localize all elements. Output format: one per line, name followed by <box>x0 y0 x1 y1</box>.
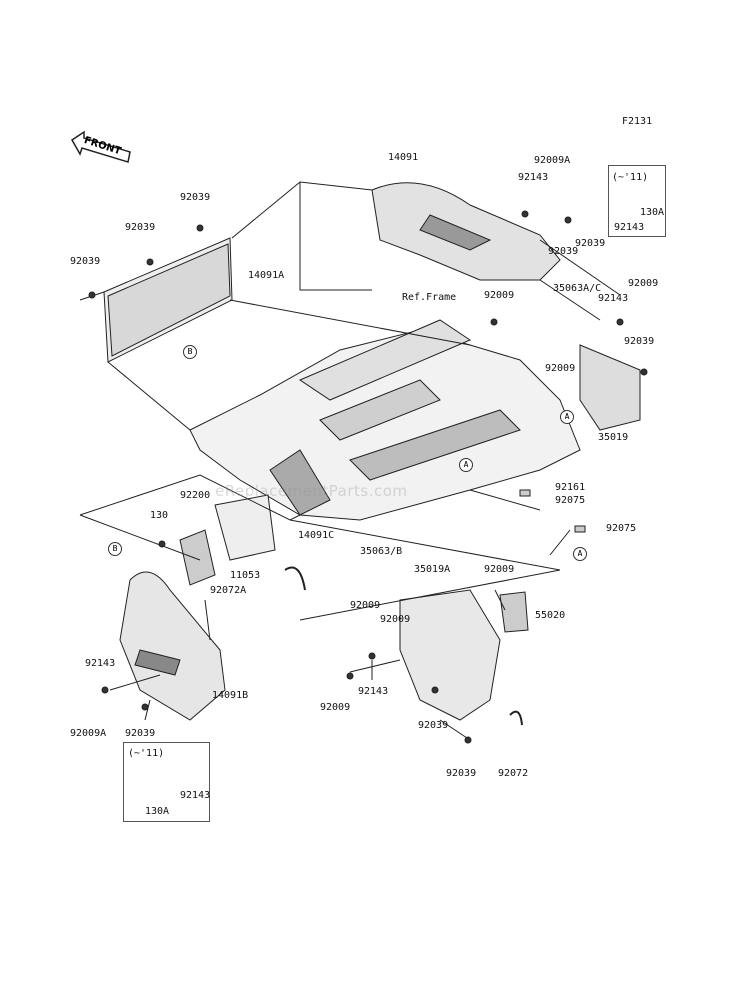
part-label: 92009 <box>545 363 576 374</box>
part-label: 92039 <box>548 246 579 257</box>
ref-circle-b: B <box>108 542 122 556</box>
part-label: 130A <box>640 207 665 218</box>
part-label: 92075 <box>555 495 586 506</box>
part-label: 92039 <box>70 256 101 267</box>
part-label: 92039 <box>575 238 606 249</box>
part-label: 92009 <box>320 702 351 713</box>
part-label: 55020 <box>535 610 566 621</box>
part-label: 35019A <box>414 564 451 575</box>
part-label: 92009 <box>380 614 411 625</box>
part-label: 92009A <box>534 155 571 166</box>
bracket-14091c <box>214 494 276 561</box>
front-arrow-icon <box>71 130 131 163</box>
part-label: 92039 <box>446 768 477 779</box>
clamp-92072 <box>509 710 523 726</box>
part-label: 14091 <box>388 152 419 163</box>
inset-box-top <box>608 165 666 237</box>
ref-circle-a: A <box>459 458 473 472</box>
ref-circle-b: B <box>183 345 197 359</box>
part-label: 92039 <box>125 222 156 233</box>
part-label: 92039 <box>125 728 156 739</box>
part-label: 92143 <box>598 293 629 304</box>
ref-circle-a: A <box>573 547 587 561</box>
ref-frame-label: Ref.Frame <box>402 292 457 303</box>
part-label: 92200 <box>180 490 211 501</box>
part-label: 92009 <box>484 290 515 301</box>
part-label: 92072 <box>498 768 529 779</box>
part-label: 92009 <box>484 564 515 575</box>
part-label: 92039 <box>624 336 655 347</box>
watermark: eReplacementParts.com <box>215 482 408 500</box>
part-label: 11053 <box>230 570 261 581</box>
part-label: 92009A <box>70 728 107 739</box>
part-label: 92072A <box>210 585 247 596</box>
part-label: 92143 <box>85 658 116 669</box>
figure-code: F2131 <box>622 116 653 127</box>
bracket-55020 <box>499 591 529 633</box>
cap-92075 <box>519 489 531 497</box>
part-label: 35019 <box>598 432 629 443</box>
ref-circle-a: A <box>560 410 574 424</box>
panel-35019 <box>579 344 641 431</box>
part-label: 92039 <box>180 192 211 203</box>
seal-11053 <box>179 529 216 586</box>
part-label: 92143 <box>614 222 645 233</box>
inset-note: (~'11) <box>128 748 165 759</box>
fender-14091b <box>119 571 226 721</box>
part-label: 35063/B <box>360 546 403 557</box>
part-label: 35063A/C <box>553 283 602 294</box>
cap-92075-2 <box>574 525 586 533</box>
part-label: 92143 <box>180 790 211 801</box>
inset-note: (~'11) <box>612 172 649 183</box>
inset-box-bottom <box>123 742 210 822</box>
part-label: 92009 <box>628 278 659 289</box>
part-label: 14091B <box>212 690 249 701</box>
clamp-92072a <box>284 566 306 591</box>
part-label: 14091A <box>248 270 285 281</box>
part-label: 92161 <box>555 482 586 493</box>
part-label: 92039 <box>418 720 449 731</box>
part-label: 92143 <box>518 172 549 183</box>
part-label: 130 <box>150 510 169 521</box>
part-label: 92143 <box>358 686 389 697</box>
part-label: 92075 <box>606 523 637 534</box>
part-label: 92009 <box>350 600 381 611</box>
panel-35019a <box>399 589 501 721</box>
part-label: 130A <box>145 806 170 817</box>
part-label: 14091C <box>298 530 335 541</box>
